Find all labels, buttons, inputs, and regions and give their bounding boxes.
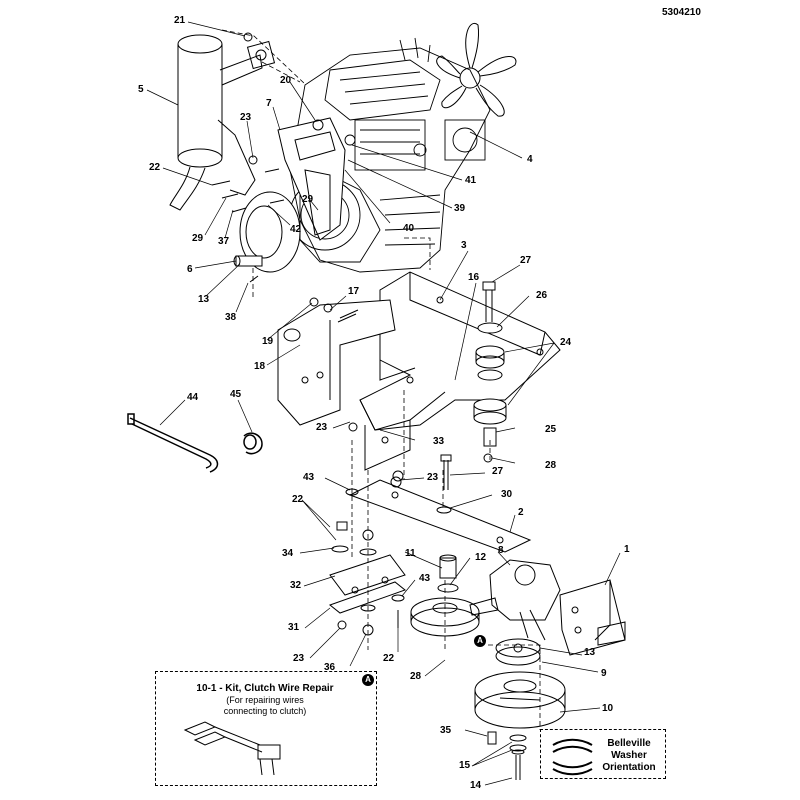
lower-plates-drawing: [328, 479, 532, 614]
part-label-29-b: 29: [192, 233, 204, 244]
part-label-39: 39: [454, 203, 466, 214]
part-label-27-b: 27: [492, 466, 504, 477]
part-label-16: 16: [468, 272, 480, 283]
part-label-20: 20: [280, 75, 292, 86]
part-label-13-b: 13: [584, 647, 596, 658]
muffler-drawing: [169, 34, 276, 211]
part-label-5: 5: [138, 84, 144, 95]
part-label-40: 40: [403, 223, 415, 234]
kit-detail-box: [155, 671, 377, 786]
part-label-10: 10: [602, 703, 614, 714]
part-label-41: 41: [465, 175, 477, 186]
part-label-31: 31: [288, 622, 300, 633]
part-label-8: 8: [498, 545, 504, 556]
flywheel-adapter-drawing: [233, 191, 301, 273]
part-label-6: 6: [187, 264, 193, 275]
part-label-30: 30: [501, 489, 513, 500]
part-label-36: 36: [324, 662, 336, 673]
part-label-14: 14: [470, 780, 482, 791]
part-label-22-c: 22: [383, 653, 395, 664]
part-label-21: 21: [174, 15, 186, 26]
part-label-38: 38: [225, 312, 237, 323]
part-label-9: 9: [601, 668, 607, 679]
part-label-22: 22: [149, 162, 161, 173]
kit-description-line1: (For repairing wires: [226, 695, 304, 705]
part-label-44: 44: [187, 392, 199, 403]
side-bracket-drawing: [277, 297, 396, 426]
clutch-drawing: [474, 638, 566, 780]
mount-plates-drawing: [277, 117, 346, 241]
part-label-3: 3: [461, 240, 467, 251]
part-label-18: 18: [254, 361, 266, 372]
part-label-33: 33: [433, 436, 445, 447]
leader-lines: [146, 21, 621, 786]
part-label-13: 13: [198, 294, 210, 305]
part-label-42: 42: [290, 224, 302, 235]
gearbox-drawing: [469, 559, 561, 641]
kit-wire-sketch: [183, 721, 281, 776]
part-label-43: 43: [303, 472, 315, 483]
part-label-11: 11: [405, 548, 416, 559]
part-label-32: 32: [290, 580, 302, 591]
washer-note-line1: Belleville: [607, 738, 651, 749]
part-label-4: 4: [527, 154, 533, 165]
part-label-35: 35: [440, 725, 452, 736]
part-label-29: 29: [302, 194, 314, 205]
part-label-12: 12: [475, 552, 487, 563]
washer-note-line3: Orientation: [602, 762, 656, 773]
part-label-27: 27: [520, 255, 532, 266]
part-label-17: 17: [348, 286, 360, 297]
part-label-2: 2: [518, 507, 524, 518]
part-label-15: 15: [459, 760, 471, 771]
alignment-lines: [221, 29, 541, 730]
document-number: 5304210: [662, 7, 701, 18]
kit-title: 10-1 - Kit, Clutch Wire Repair: [196, 683, 334, 694]
kit-description: (For repairing wires connecting to clutc…: [160, 695, 370, 717]
part-label-25: 25: [545, 424, 557, 435]
hydraulic-line-drawing: [127, 413, 263, 473]
part-label-7: 7: [266, 98, 272, 109]
gearbox-bracket-drawing: [559, 579, 626, 656]
part-label-45: 45: [230, 389, 242, 400]
part-label-1: 1: [624, 544, 630, 555]
kit-description-line2: connecting to clutch): [223, 706, 307, 716]
part-label-23-c: 23: [427, 472, 439, 483]
callout-a-right: A: [474, 635, 486, 647]
washer-note-line2: Washer: [611, 750, 647, 761]
main-frame-drawing: [359, 271, 561, 471]
belleville-washer-sketch: [552, 738, 593, 776]
part-label-19: 19: [262, 336, 274, 347]
washer-orientation-note: Belleville Washer Orientation: [596, 738, 662, 774]
part-label-28-b: 28: [410, 671, 422, 682]
fan-drawing: [436, 23, 517, 117]
part-label-43-b: 43: [419, 573, 431, 584]
callout-a-left: A: [362, 674, 374, 686]
part-label-23-d: 23: [293, 653, 305, 664]
part-label-28: 28: [545, 460, 557, 471]
part-label-24: 24: [560, 337, 572, 348]
part-label-26: 26: [536, 290, 548, 301]
part-label-23: 23: [240, 112, 252, 123]
part-label-37: 37: [218, 236, 230, 247]
isolator-mount-drawing: [473, 281, 507, 463]
part-label-34: 34: [282, 548, 294, 559]
part-label-22-b: 22: [292, 494, 304, 505]
part-label-23-b: 23: [316, 422, 328, 433]
washer-orientation-box: [540, 729, 666, 779]
